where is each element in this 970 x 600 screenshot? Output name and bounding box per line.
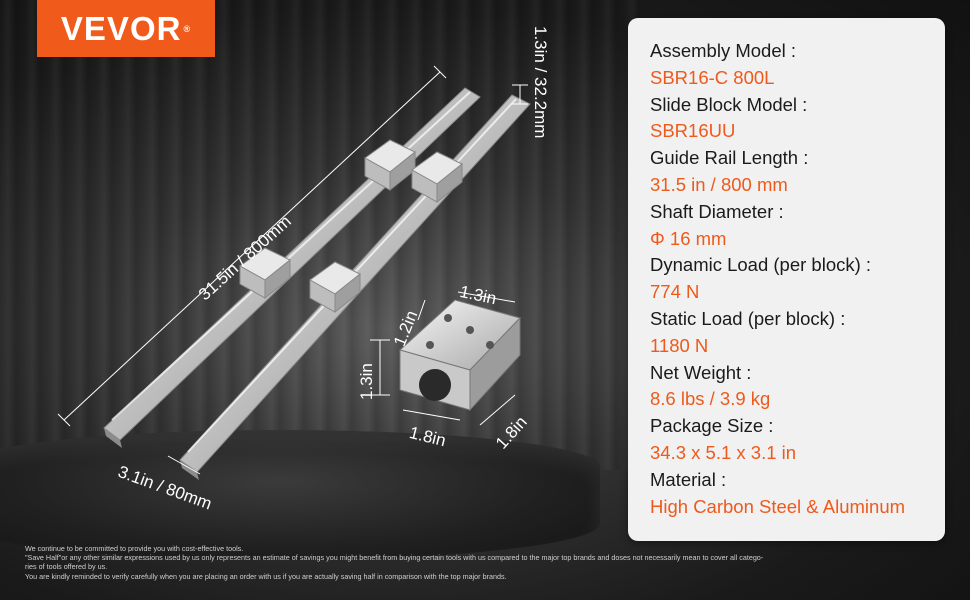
spec-value-dynamic-load: 774 N [650, 281, 700, 303]
spec-label-static-load: Static Load (per block) : [650, 307, 846, 329]
slide-block-large [398, 299, 521, 412]
block-height-side-dimension: 1.3in [357, 363, 376, 400]
spec-value-assembly-model: SBR16-C 800L [650, 66, 775, 88]
spec-value-shaft-diameter: Φ 16 mm [650, 227, 727, 249]
footnote-line: "Save Half"or any other similar expressi… [25, 553, 764, 563]
vevor-logo: VEVOR® [37, 0, 215, 57]
spec-label-slide-block-model: Slide Block Model : [650, 93, 808, 115]
footnote-line: ries of tools offered by us. [25, 562, 108, 572]
dimension-lines [57, 65, 528, 475]
rail-height-dimension: 1.3in / 32.2mm [531, 26, 550, 139]
spec-label-guide-rail-length: Guide Rail Length : [650, 147, 809, 169]
spec-value-material: High Carbon Steel & Aluminum [650, 495, 906, 517]
spec-value-net-weight: 8.6 lbs / 3.9 kg [650, 388, 771, 410]
slide-block-2 [411, 151, 463, 204]
spec-label-material: Material : [650, 468, 727, 490]
logo-registered-mark: ® [183, 23, 192, 34]
spec-value-slide-block-model: SBR16UU [650, 120, 736, 142]
spec-value-static-load: 1180 N [650, 334, 709, 356]
spec-list: Assembly Model : SBR16-C 800L Slide Bloc… [650, 38, 937, 520]
slide-block-3 [239, 247, 291, 300]
spec-label-dynamic-load: Dynamic Load (per block) : [650, 254, 872, 276]
slide-block-4 [309, 261, 361, 314]
disclaimer-footnote: We continue to be committed to provide y… [25, 544, 955, 581]
spec-label-assembly-model: Assembly Model : [650, 40, 796, 61]
spec-label-shaft-diameter: Shaft Diameter : [650, 200, 784, 222]
spec-label-package-size: Package Size : [650, 415, 774, 437]
footnote-line: You are kindly reminded to verify carefu… [25, 571, 507, 581]
spec-value-package-size: 34.3 x 5.1 x 3.1 in [650, 441, 797, 463]
specifications-panel: Assembly Model : SBR16-C 800L Slide Bloc… [628, 18, 945, 541]
display-pedestal [0, 430, 600, 560]
spec-value-guide-rail-length: 31.5 in / 800 mm [650, 173, 788, 195]
logo-text: VEVOR [60, 9, 182, 47]
linear-rail-illustration [57, 65, 531, 480]
footnote-line: We continue to be committed to provide y… [25, 544, 244, 553]
spec-label-net-weight: Net Weight : [650, 361, 752, 383]
